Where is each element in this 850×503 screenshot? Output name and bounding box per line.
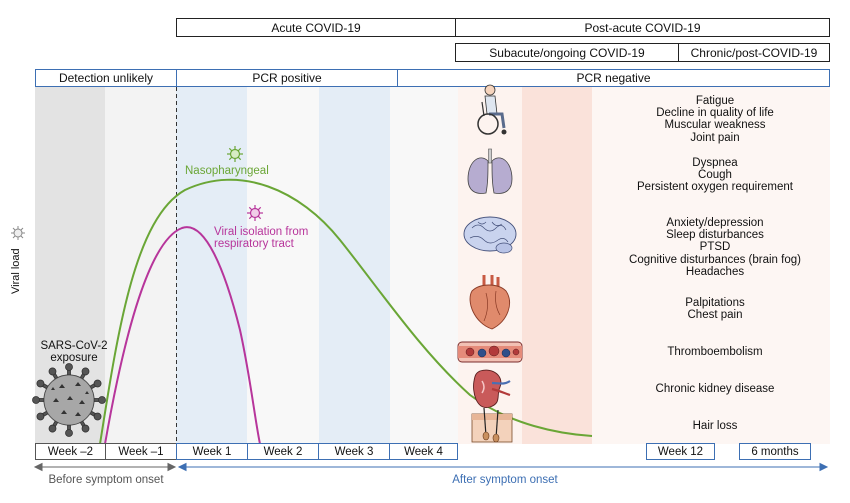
blood-vessel-clot-icon — [457, 341, 523, 363]
heart-icon — [469, 275, 510, 330]
six-months-box: 6 months — [739, 443, 811, 460]
symptoms-general: Fatigue Decline in quality of life Muscu… — [590, 95, 840, 144]
symptom-item: Anxiety/depression — [666, 217, 764, 229]
symptom-item: Headaches — [685, 265, 745, 278]
subacute-covid-header: Subacute/ongoing COVID-19 — [455, 43, 679, 62]
lungs-icon — [467, 148, 513, 194]
wheelchair-person-icon — [477, 84, 507, 135]
symptoms-lungs: Dyspnea Cough Persistent oxygen requirem… — [590, 157, 840, 194]
green-virus-icon — [227, 146, 243, 162]
kidney-icon — [473, 369, 511, 408]
post-acute-covid-header: Post-acute COVID-19 — [455, 18, 830, 37]
symptom-item: Cough — [698, 169, 732, 182]
magenta-virus-icon — [247, 205, 263, 221]
symptom-item: Thromboembolism — [667, 346, 763, 358]
after-symptom-onset-label: After symptom onset — [452, 474, 558, 486]
week-2-box: Week 2 — [247, 443, 319, 460]
symptom-item: Decline in quality of life — [656, 107, 774, 120]
before-symptom-onset-label: Before symptom onset — [48, 474, 164, 486]
hair-follicle-icon — [471, 407, 513, 443]
nasopharyngeal-curve — [99, 178, 593, 445]
brain-icon — [463, 216, 517, 254]
band-post-2 — [522, 87, 592, 444]
pcr-unlikely-box: Detection unlikely — [35, 69, 177, 87]
sars-cov-2-virus-icon — [32, 363, 106, 437]
symptom-item: Chest pain — [687, 309, 743, 322]
symptom-item: Fatigue — [695, 95, 735, 107]
symptoms-blood: Thromboembolism — [590, 346, 840, 358]
y-axis-label: Viral load — [10, 248, 22, 294]
band-week-4 — [390, 87, 458, 444]
symptoms-brain: Anxiety/depression Sleep disturbances PT… — [590, 217, 840, 278]
week-minus-1-box: Week –1 — [105, 443, 177, 460]
week-12-box: Week 12 — [646, 443, 715, 460]
symptom-item: Sleep disturbances — [666, 229, 764, 242]
viral-isolation-label: Viral isolation from respiratory tract — [214, 226, 309, 250]
symptom-item: Cognitive disturbances (brain fog) — [629, 253, 801, 266]
band-week-3 — [319, 87, 390, 444]
symptom-item: Dyspnea — [692, 157, 738, 169]
band-week-2 — [247, 87, 319, 444]
pcr-negative-box: PCR negative — [397, 69, 830, 87]
nasopharyngeal-label: Nasopharyngeal — [185, 165, 269, 177]
small-virus-icon — [11, 226, 25, 240]
symptom-item: Muscular weakness — [664, 119, 766, 132]
chronic-covid-header: Chronic/post-COVID-19 — [678, 43, 830, 62]
symptom-item: Chronic kidney disease — [655, 383, 775, 395]
symptom-item: PTSD — [699, 241, 731, 254]
y-axis-label-box: Viral load — [6, 248, 36, 328]
symptoms-heart: Palpitations Chest pain — [590, 297, 840, 321]
week-4-box: Week 4 — [389, 443, 458, 460]
after-onset-arrow — [177, 462, 829, 472]
exposure-label: SARS-CoV-2 exposure — [40, 340, 108, 364]
symptom-item: Palpitations — [685, 297, 745, 309]
week-1-box: Week 1 — [176, 443, 248, 460]
acute-covid-header: Acute COVID-19 — [176, 18, 456, 37]
before-onset-arrow — [33, 462, 177, 472]
week-3-box: Week 3 — [318, 443, 390, 460]
week-minus-2-box: Week –2 — [35, 443, 106, 460]
symptoms-kidney: Chronic kidney disease — [590, 383, 840, 395]
pcr-positive-box: PCR positive — [176, 69, 398, 87]
symptom-item: Hair loss — [692, 420, 738, 432]
symptoms-hair: Hair loss — [590, 420, 840, 432]
symptom-item: Persistent oxygen requirement — [637, 181, 793, 194]
band-post-3 — [592, 87, 830, 444]
viral-isolation-curve — [104, 226, 261, 445]
symptom-item: Joint pain — [690, 131, 740, 144]
